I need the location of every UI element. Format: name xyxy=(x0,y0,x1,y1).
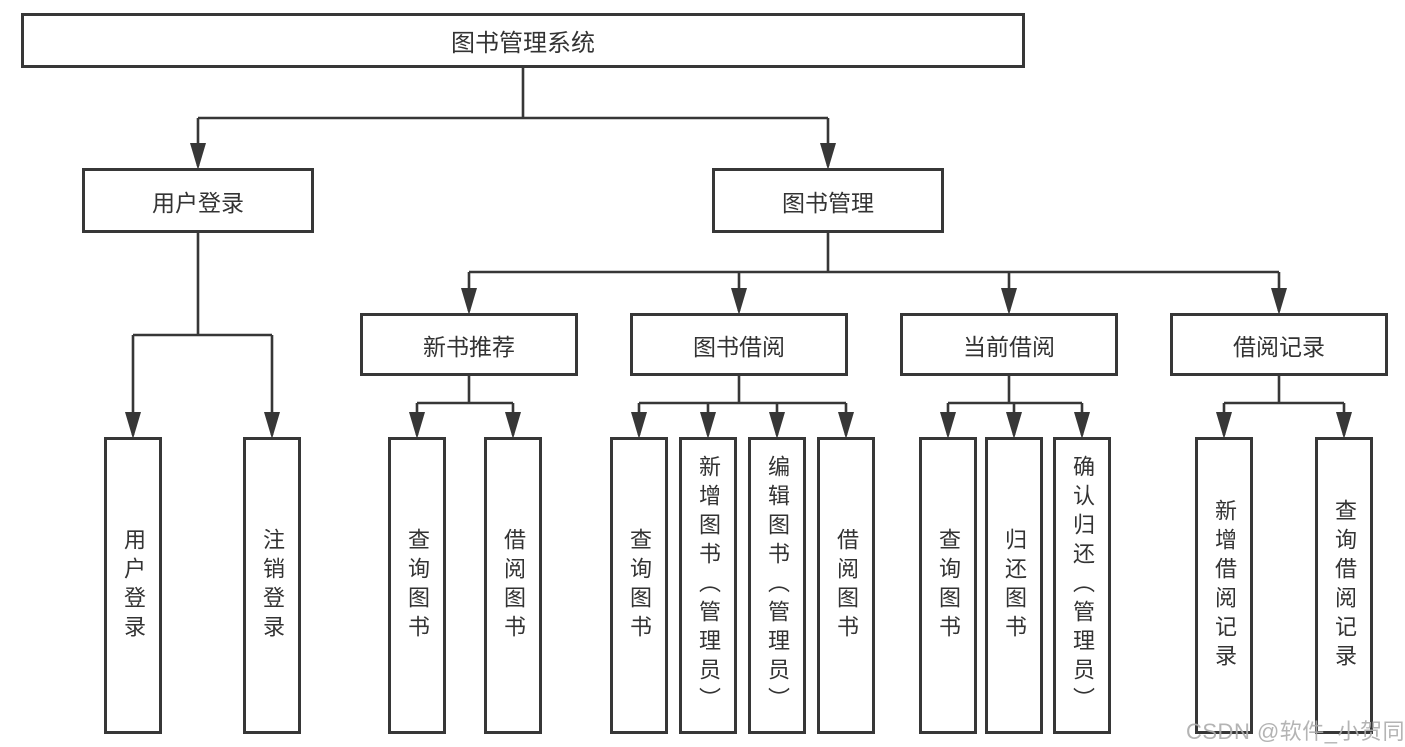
connector-root-to-level2 xyxy=(196,68,830,166)
leaf-borrow-books-borrowing: 借阅图书 xyxy=(817,437,875,734)
node-book-borrowing: 图书借阅 xyxy=(630,313,848,376)
connector-book-management-to-level3 xyxy=(467,233,1281,311)
leaf-label: 新增借阅记录 xyxy=(1212,498,1237,673)
connector-user-login-to-leaves xyxy=(131,233,274,435)
arrowhead xyxy=(409,412,425,439)
connector-new-book-to-leaves xyxy=(415,376,515,435)
leaf-label: 编辑图书（管理员） xyxy=(765,455,790,716)
leaf-confirm-return-admin: 确认归还（管理员） xyxy=(1053,437,1111,734)
arrowhead xyxy=(631,412,647,439)
arrowhead xyxy=(1006,412,1022,439)
connector-book-borrowing-to-leaves xyxy=(637,376,848,435)
arrowhead xyxy=(190,143,206,170)
leaf-label: 注销登录 xyxy=(260,527,285,644)
leaf-label: 新增图书（管理员） xyxy=(696,455,721,716)
node-library-management-system: 图书管理系统 xyxy=(21,13,1025,68)
node-borrowing-records: 借阅记录 xyxy=(1170,313,1388,376)
arrowhead xyxy=(461,288,477,315)
arrowhead xyxy=(505,412,521,439)
arrowhead xyxy=(940,412,956,439)
leaf-query-books-recommend: 查询图书 xyxy=(388,437,446,734)
csdn-watermark: CSDN @软件_小贺同学 xyxy=(1186,719,1405,744)
arrowhead xyxy=(731,288,747,315)
leaf-label: 查询图书 xyxy=(627,527,652,644)
arrowhead xyxy=(1001,288,1017,315)
leaf-label: 查询图书 xyxy=(405,527,430,644)
node-user-login: 用户登录 xyxy=(82,168,314,233)
leaf-label: 查询图书 xyxy=(936,527,961,644)
leaf-user-login: 用户登录 xyxy=(104,437,162,734)
leaf-query-books-current: 查询图书 xyxy=(919,437,977,734)
leaf-label: 归还图书 xyxy=(1002,527,1027,644)
leaf-label: 确认归还（管理员） xyxy=(1070,455,1095,716)
node-book-management: 图书管理 xyxy=(712,168,944,233)
leaf-add-borrow-record: 新增借阅记录 xyxy=(1195,437,1253,734)
leaf-logout: 注销登录 xyxy=(243,437,301,734)
leaf-return-books: 归还图书 xyxy=(985,437,1043,734)
arrowhead xyxy=(125,412,141,439)
arrowhead xyxy=(1074,412,1090,439)
arrowhead xyxy=(769,412,785,439)
arrowhead xyxy=(1271,288,1287,315)
node-current-borrowing: 当前借阅 xyxy=(900,313,1118,376)
arrowhead xyxy=(1336,412,1352,439)
leaf-query-books-borrowing: 查询图书 xyxy=(610,437,668,734)
connector-borrow-records-to-leaves xyxy=(1222,376,1346,435)
leaf-label: 查询借阅记录 xyxy=(1332,498,1357,673)
arrowhead xyxy=(838,412,854,439)
leaf-label: 用户登录 xyxy=(121,527,146,644)
arrowhead xyxy=(820,143,836,170)
leaf-add-books-admin: 新增图书（管理员） xyxy=(679,437,737,734)
arrowhead xyxy=(700,412,716,439)
leaf-query-borrow-record: 查询借阅记录 xyxy=(1315,437,1373,734)
node-new-book-recommendation: 新书推荐 xyxy=(360,313,578,376)
leaf-label: 借阅图书 xyxy=(834,527,859,644)
leaf-edit-books-admin: 编辑图书（管理员） xyxy=(748,437,806,734)
arrowhead xyxy=(1216,412,1232,439)
arrowhead xyxy=(264,412,280,439)
leaf-label: 借阅图书 xyxy=(501,527,526,644)
leaf-borrow-books-recommend: 借阅图书 xyxy=(484,437,542,734)
